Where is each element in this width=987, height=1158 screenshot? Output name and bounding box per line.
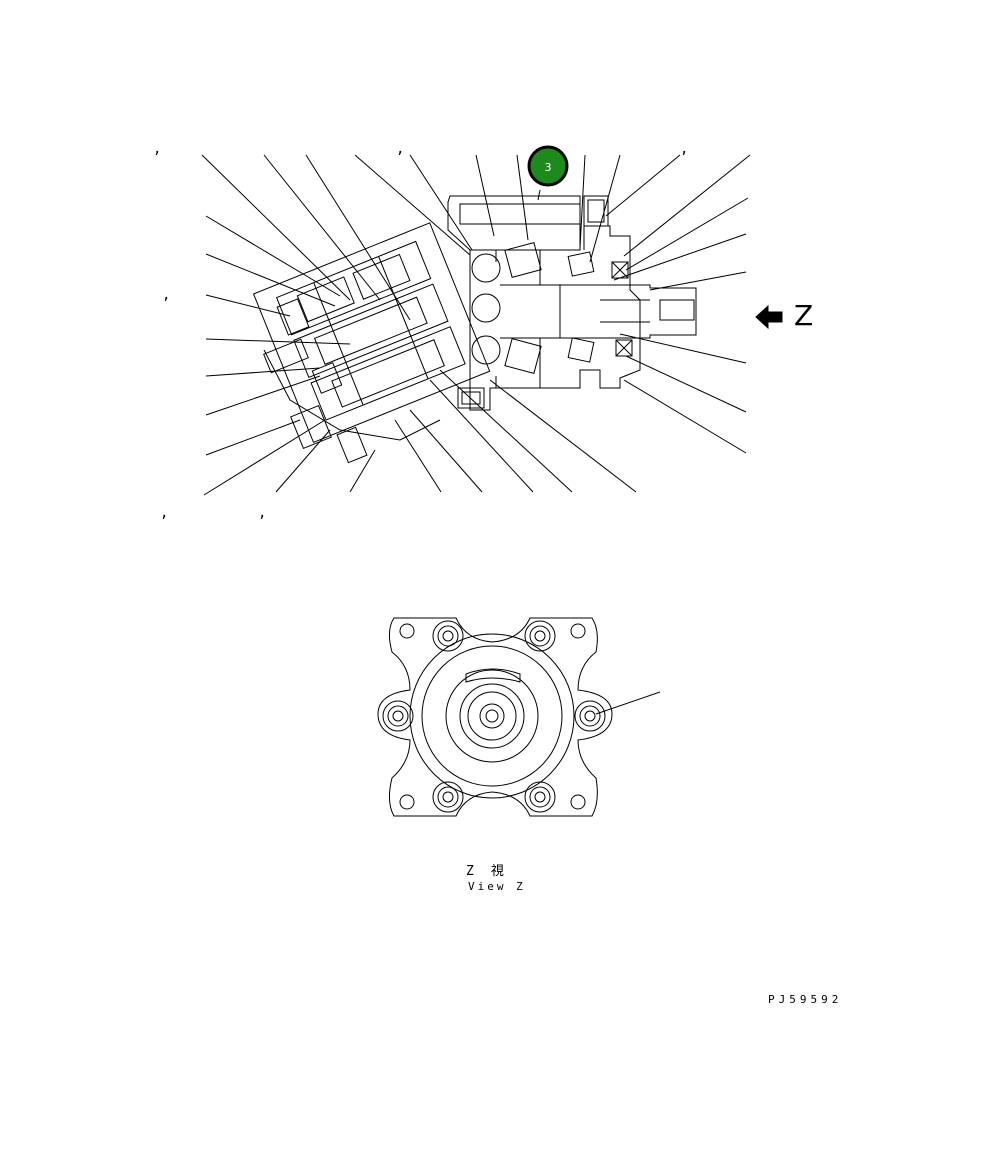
view-z-letter: Z (794, 299, 814, 332)
shaft-housing (445, 669, 539, 763)
view-z-drawing (377, 617, 613, 817)
cap-3 (311, 362, 343, 394)
ball-1 (471, 253, 501, 283)
stray-mark: , (396, 141, 405, 157)
flange-ring-outer (409, 633, 575, 799)
ball-2 (471, 293, 501, 323)
shaft-key (659, 299, 695, 321)
stray-mark: , (160, 505, 169, 521)
main-body (469, 225, 641, 411)
view-caption-jp: Z 視 (466, 864, 506, 879)
view-direction-arrow-icon (755, 304, 783, 330)
housing-slot (459, 203, 581, 225)
cap-2 (263, 338, 309, 374)
cap-1 (276, 298, 310, 336)
ball-3 (471, 335, 501, 365)
stray-mark: , (162, 287, 171, 303)
leader-lines (201, 154, 751, 715)
bolt-holes (382, 620, 606, 813)
output-shaft (500, 284, 697, 339)
roller-upper (567, 251, 595, 277)
bearing-upper (504, 241, 542, 279)
seal-lower (615, 339, 633, 357)
mounting-flange (377, 617, 613, 817)
callout-badge[interactable] (527, 145, 569, 187)
view-caption-en: View Z (468, 880, 526, 893)
drain-plug (457, 387, 485, 409)
stray-mark: , (153, 141, 162, 157)
cap-5 (336, 426, 368, 464)
stray-mark: , (258, 505, 267, 521)
valve-block (252, 222, 491, 444)
roller-lower (567, 337, 595, 363)
callout-badge-number[interactable]: 3 (544, 161, 552, 174)
bearing-lower (504, 337, 542, 375)
stray-mark: , (680, 141, 689, 157)
drawing-code: PJ59592 (768, 993, 843, 1006)
housing-outline (447, 195, 581, 251)
shaft-center (479, 703, 505, 729)
